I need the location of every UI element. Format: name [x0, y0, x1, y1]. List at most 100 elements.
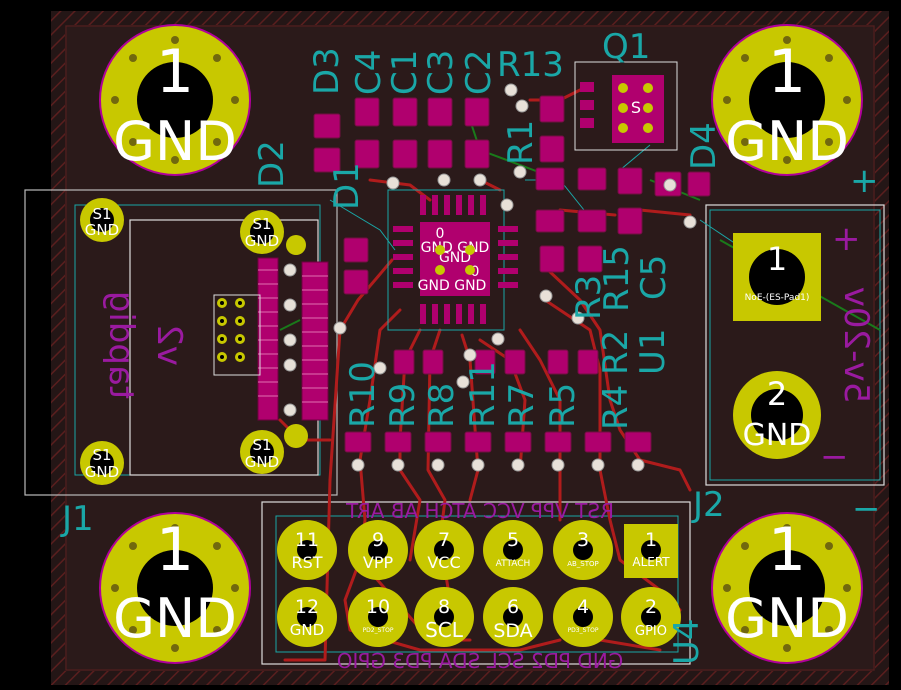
ref-c2: C2	[459, 50, 499, 95]
header-pin-5-name: ATTACH	[496, 559, 531, 569]
header-pin-12-num: 12	[295, 596, 319, 618]
ref-r7: R7	[502, 383, 542, 428]
mount-hole-br-net: GND	[725, 587, 849, 650]
shield-pad-net: GND	[85, 221, 119, 239]
usb-pin-lines	[258, 269, 328, 403]
header-pin-4-name: PD3_STOP	[568, 627, 599, 634]
header-pin-2-name: GPIO	[635, 624, 667, 639]
header-silk	[275, 515, 679, 653]
ref-u1: U1	[633, 328, 673, 375]
svg-text:1: 1	[767, 240, 787, 278]
header-pin-11-num: 11	[295, 529, 319, 551]
header-bottom-labels: GND PD2 SCL SDA PD3 GPIO	[337, 649, 623, 673]
header-pin-1-num: 1	[645, 529, 657, 551]
header-pin-11-name: RST	[291, 553, 322, 572]
mount-hole-tl-net: GND	[113, 110, 237, 173]
ref-d4: D4	[684, 122, 724, 170]
dc-jack-outline	[705, 204, 885, 486]
ref-r9: R9	[383, 383, 423, 428]
shield-pad-net: GND	[245, 232, 279, 250]
dc-pad-1: 1 NoE-(ES-Pad1)	[733, 233, 821, 321]
svg-text:GND: GND	[743, 418, 812, 453]
usb-connector-outline	[24, 189, 338, 496]
svg-text:v2: v2	[149, 324, 189, 366]
ref-r1: R1	[501, 120, 541, 165]
header-pin-3-num: 3	[577, 529, 589, 551]
header-pin-10-name: PD2_STOP	[363, 627, 394, 634]
ground-pour-border	[51, 11, 889, 685]
mount-hole-tr-net: GND	[725, 110, 849, 173]
header-pin-1-name: ALERT	[632, 555, 670, 569]
dc-pad-2: 2 GND	[733, 371, 821, 459]
ref-q1: Q1	[602, 27, 650, 67]
mount-hole-tl-number: 1	[156, 37, 194, 107]
header-pin-3-name: AB_STOP	[567, 560, 599, 568]
mount-hole-bl	[99, 512, 251, 664]
header-pin-5-num: 5	[507, 529, 519, 551]
shield-pad-label: S1	[92, 205, 111, 223]
yellow-vias-usb	[284, 235, 308, 448]
ref-r8: R8	[422, 383, 462, 428]
u1-qfn: 0 GND GND GND 0 GND GND	[387, 189, 518, 331]
svg-text:S: S	[631, 98, 641, 117]
ref-d3: D3	[307, 47, 347, 95]
header-pin-8-num: 8	[438, 596, 450, 618]
header-pin-8-name: SCL	[425, 618, 464, 642]
smd-pads-top	[313, 95, 711, 295]
header-pin-12-name: GND	[290, 621, 324, 639]
mount-hole-bl-number: 1	[156, 515, 194, 585]
smd-pads-bottom	[344, 431, 652, 453]
mount-hole-tr-number: 1	[768, 37, 806, 107]
ref-r5: R5	[543, 383, 583, 428]
logo: tapdig v2	[101, 291, 189, 399]
header-outline	[261, 501, 691, 665]
shield-pad-net: GND	[85, 463, 119, 481]
power-voltage-range: 5v-20v	[836, 287, 876, 404]
mount-hole-bl-net: GND	[113, 587, 237, 650]
svg-text:GND: GND	[439, 250, 471, 266]
header-pin-4-num: 4	[577, 596, 589, 618]
ref-d1: D1	[327, 162, 367, 210]
ref-u4: U4	[667, 618, 707, 665]
ref-r11: R11	[463, 361, 503, 428]
shield-pad-label: S1	[252, 215, 271, 233]
header-top-labels: RST VPP VCC ATCH AB ART	[345, 499, 614, 523]
header-pin-9-name: VPP	[363, 553, 394, 572]
power-plus-purple: +	[832, 219, 861, 259]
ref-r15: R15	[597, 245, 637, 312]
header-pin-7-num: 7	[438, 529, 450, 551]
shield-pad-net: GND	[245, 453, 279, 471]
ref-r13: R13	[497, 45, 564, 85]
svg-text:tapdig: tapdig	[101, 291, 141, 399]
svg-text:GND GND: GND GND	[418, 278, 487, 294]
ref-c1: C1	[385, 50, 425, 95]
dc-jack-inner	[709, 209, 881, 481]
power-plus-cyan: +	[850, 161, 879, 201]
ref-j1: J1	[60, 499, 94, 539]
mount-hole-br-number: 1	[768, 515, 806, 585]
shield-pad-label: S1	[92, 446, 111, 464]
ref-d2: D2	[252, 140, 292, 188]
header-pin-10-num: 10	[366, 596, 390, 618]
header-pin-9-num: 9	[372, 529, 384, 551]
power-minus-purple: −	[820, 437, 849, 477]
mount-hole-tl	[99, 24, 251, 176]
svg-text:NoE-(ES-Pad1): NoE-(ES-Pad1)	[745, 293, 810, 303]
ref-r4: R4	[596, 385, 636, 430]
ref-r2: R2	[596, 330, 636, 375]
usb-pad-grid	[213, 294, 261, 376]
ref-j2: J2	[691, 485, 725, 525]
ref-r3: R3	[569, 275, 609, 320]
vias	[283, 83, 697, 472]
header-pads	[277, 520, 681, 647]
header-pin-6-num: 6	[507, 596, 519, 618]
shield-pad-label: S1	[252, 436, 271, 454]
ref-c4: C4	[349, 50, 389, 95]
smd-pads-middle	[393, 349, 599, 375]
ref-c3: C3	[421, 50, 461, 95]
ref-c5: C5	[634, 255, 674, 300]
header-pin-7-name: VCC	[427, 553, 460, 572]
svg-text:2: 2	[767, 375, 787, 413]
q1-footprint: S	[574, 61, 678, 151]
